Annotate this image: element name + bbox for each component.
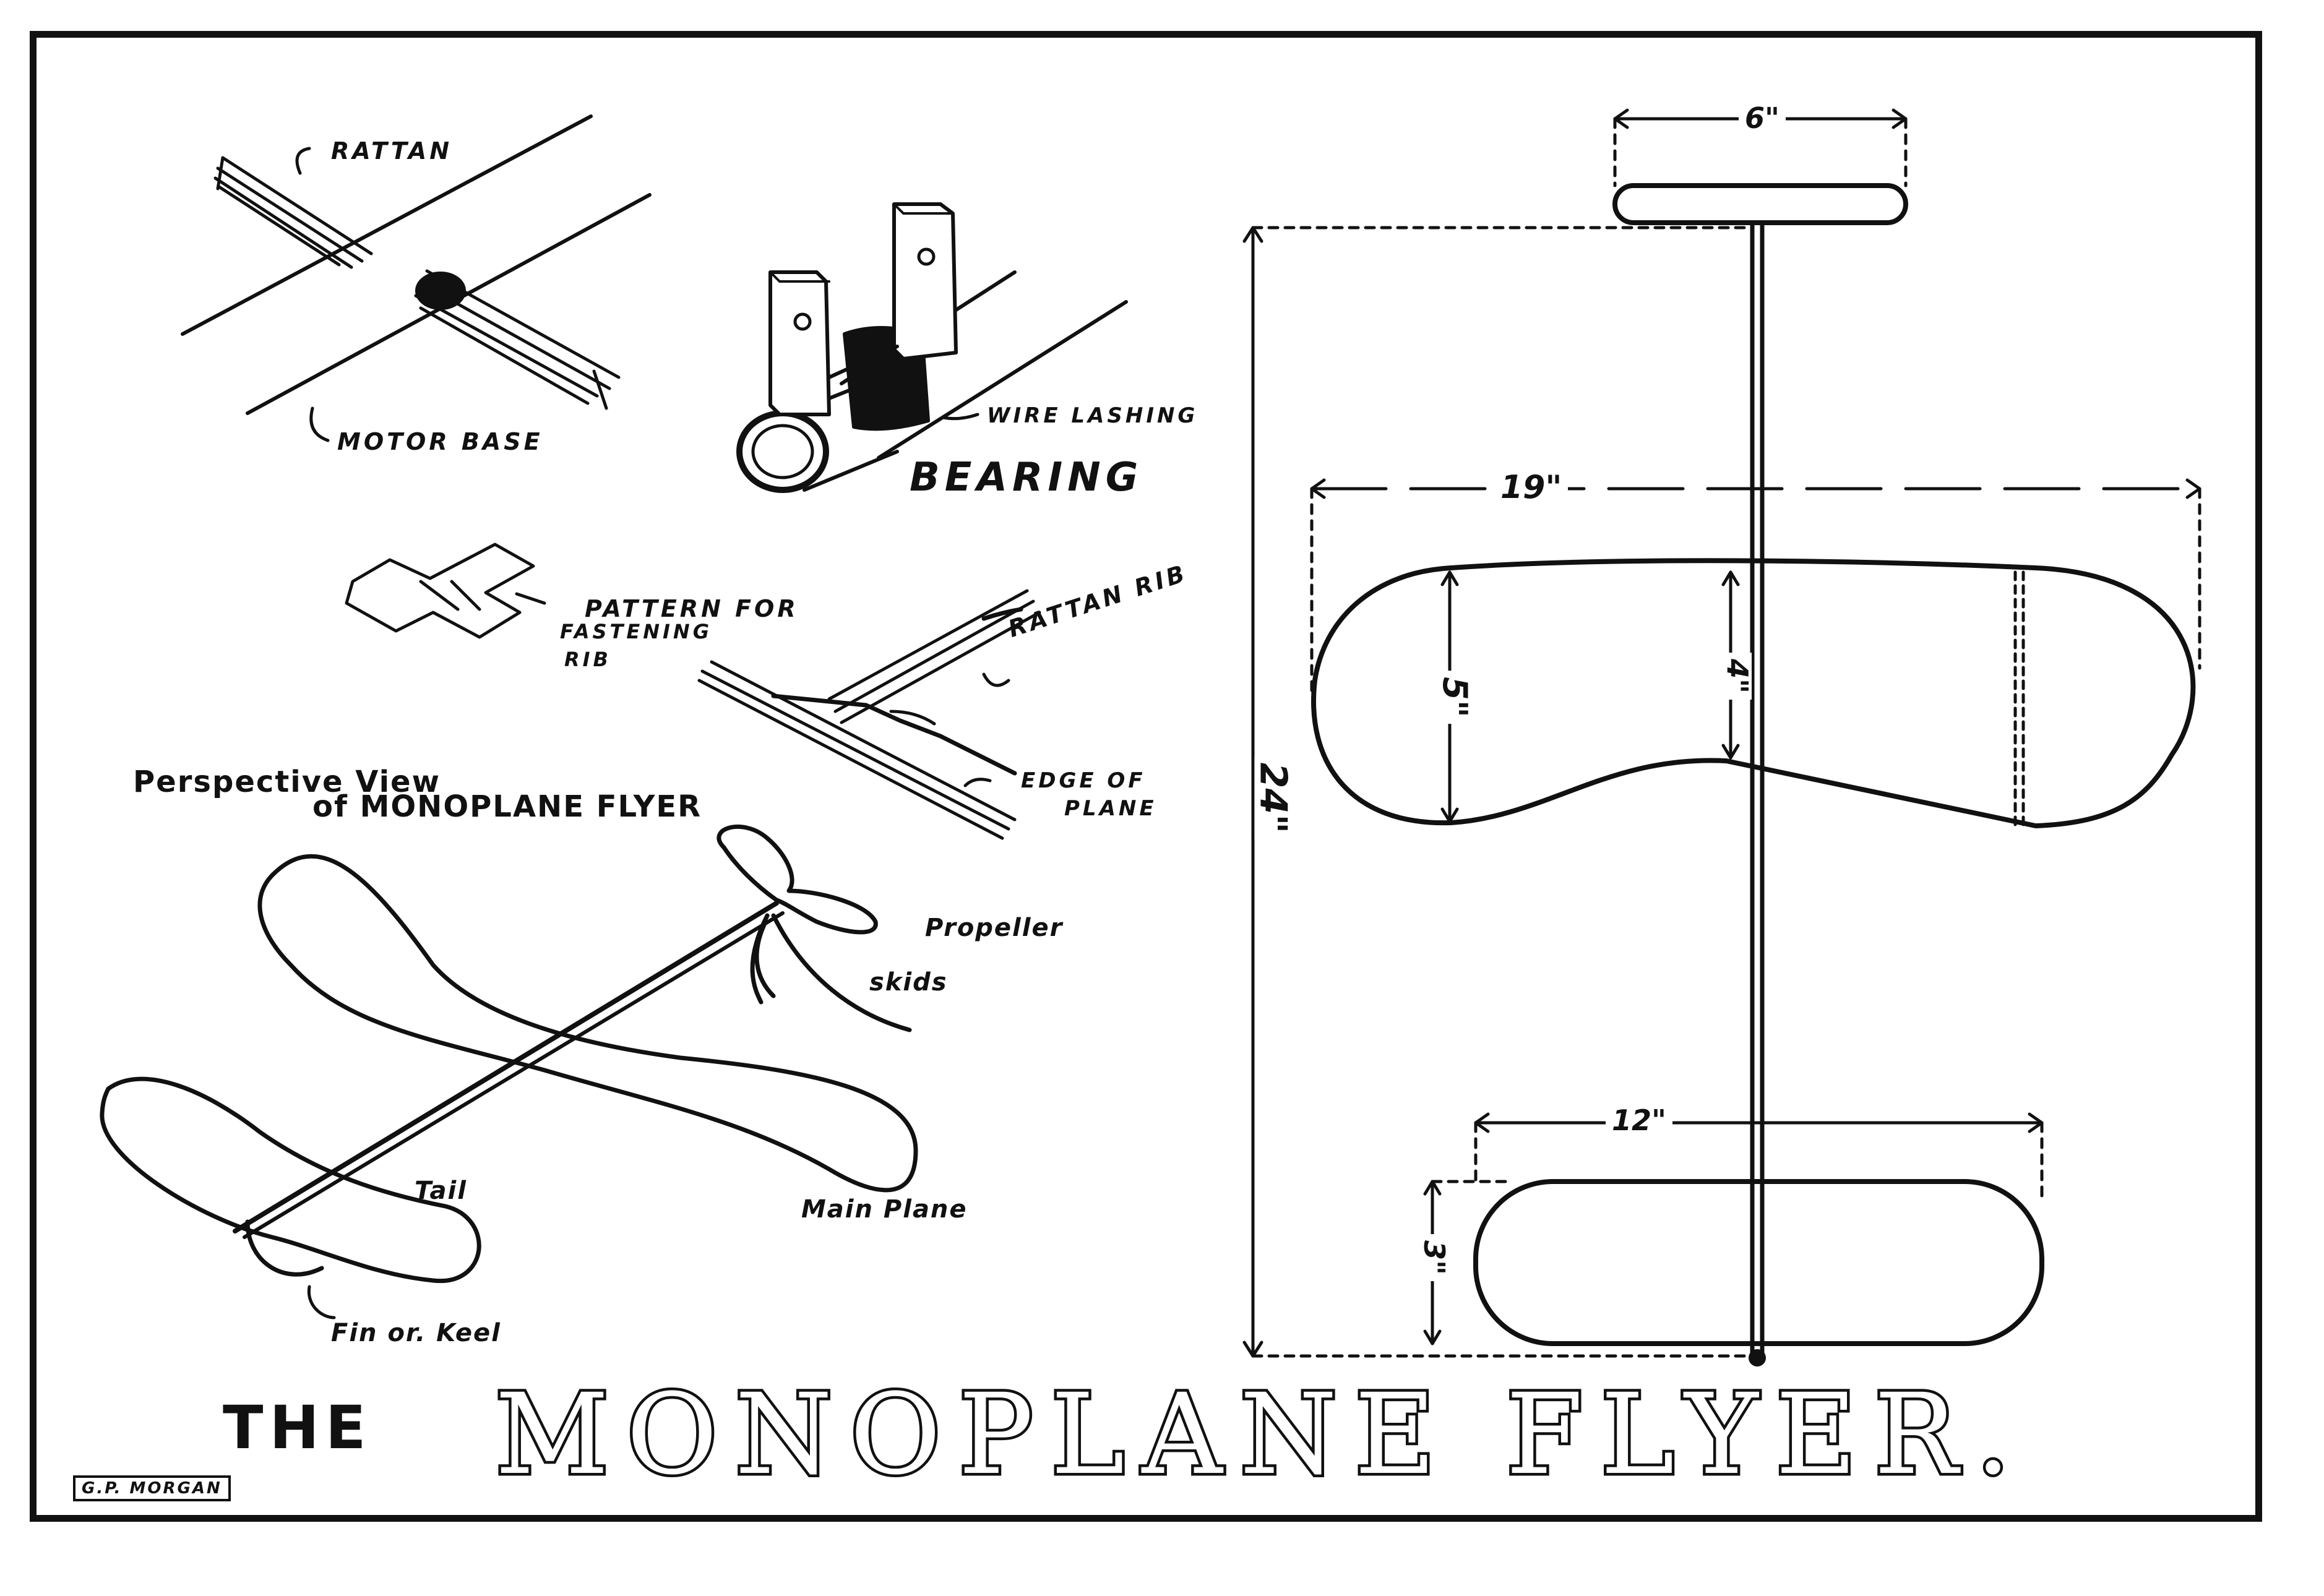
title-main: MONOPLANE FLYER. <box>493 1370 2028 1499</box>
label-fin: Fin or. Keel <box>331 1319 501 1347</box>
dim-wing-chord-outer: 5" <box>1435 671 1474 724</box>
artist-signature: G.P. MORGAN <box>73 1475 231 1501</box>
label-pattern-line3: RIB <box>564 648 611 671</box>
plan-view <box>1311 183 2196 1366</box>
dim-wing-span: 19" <box>1494 471 1569 504</box>
label-bearing: BEARING <box>910 455 1143 500</box>
label-pattern-line2: FASTENING <box>560 620 712 643</box>
label-wire-lashing: WIRE LASHING <box>987 403 1199 428</box>
label-pattern-line1: PATTERN FOR <box>585 595 799 622</box>
rattan-rib-detail <box>697 589 1041 840</box>
dim-propeller-width: 6" <box>1739 104 1786 132</box>
label-propeller: Propeller <box>925 914 1064 942</box>
perspective-caption-line2: of MONOPLANE FLYER <box>312 789 702 824</box>
dim-wing-chord-center: 4" <box>1721 653 1754 700</box>
rib-pattern-detail <box>345 543 546 639</box>
title-the: THE <box>223 1393 372 1462</box>
label-tail: Tail <box>415 1177 467 1205</box>
label-edge-line2: PLANE <box>1064 796 1157 821</box>
dim-overall-length: 24" <box>1251 756 1294 840</box>
label-skids: skids <box>869 968 948 997</box>
bearing-detail <box>736 202 1128 493</box>
dimension-lines <box>1242 108 2201 1358</box>
dim-tail-span: 12" <box>1606 1106 1672 1135</box>
perspective-caption-line1: Perspective View <box>133 765 441 799</box>
dim-tail-chord: 3" <box>1418 1234 1451 1281</box>
sheet-border <box>30 31 2262 1522</box>
label-rattan: RATTAN <box>331 137 453 165</box>
perspective-view <box>100 824 918 1319</box>
label-main-plane: Main Plane <box>801 1195 968 1224</box>
label-motor-base: MOTOR BASE <box>337 428 543 455</box>
label-edge-line1: EDGE OF <box>1021 768 1146 793</box>
motor-base-detail <box>181 114 652 442</box>
